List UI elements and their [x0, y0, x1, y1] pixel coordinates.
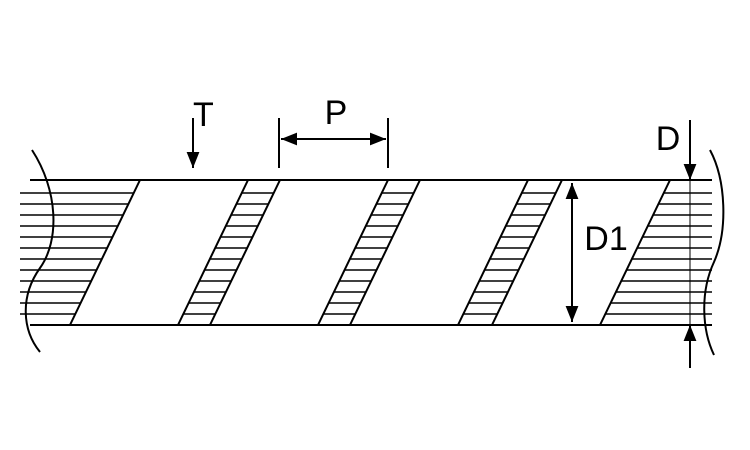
spiral-wrap-bands: [68, 179, 672, 326]
spiral-band-4: [490, 179, 672, 326]
spiral-band-1: [68, 179, 250, 326]
label-t: T: [193, 96, 214, 134]
thickness-dimension: T: [186, 96, 214, 168]
left-break-line: [24, 149, 55, 353]
label-d: D: [656, 120, 681, 158]
label-d1: D1: [584, 220, 627, 258]
d1-dimension: D1: [565, 183, 628, 322]
pitch-dimension: P: [278, 94, 389, 168]
right-break-line: [703, 149, 725, 356]
d-dimension: D: [656, 120, 697, 368]
spiral-band-2: [208, 179, 390, 326]
spiral-band-3: [348, 179, 530, 326]
label-p: P: [325, 94, 348, 132]
